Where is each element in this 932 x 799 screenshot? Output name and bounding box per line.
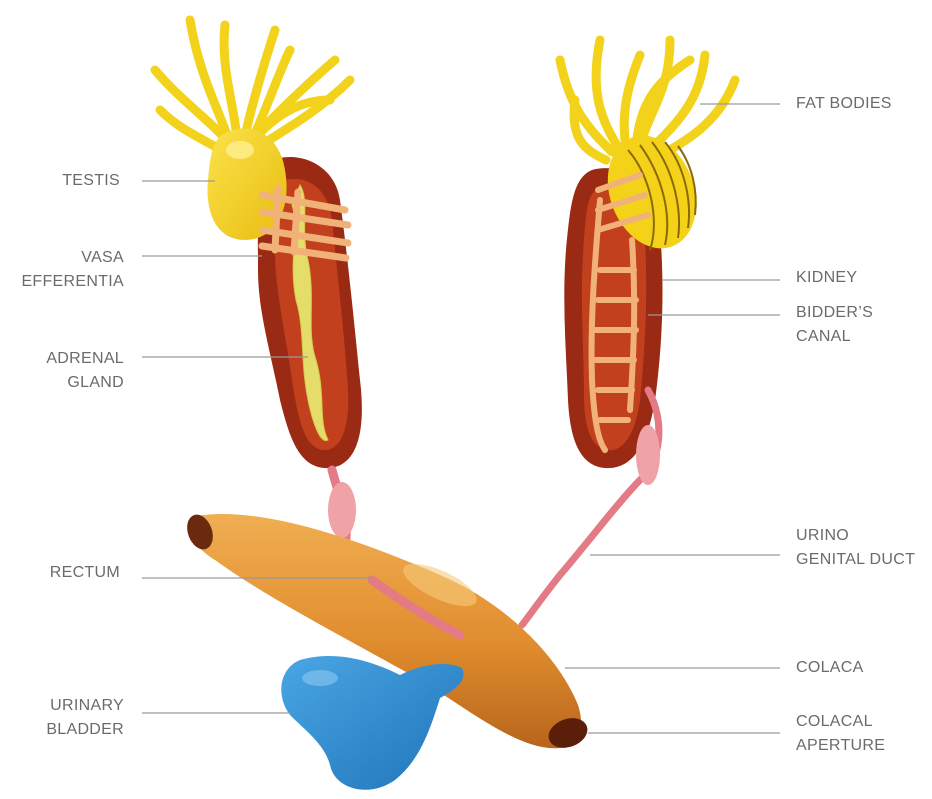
label-kidney: KIDNEY	[796, 266, 857, 290]
label-bidders-canal-line2: CANAL	[796, 328, 851, 345]
urinary-bladder	[281, 655, 464, 790]
label-urino-genital-duct: URINO GENITAL DUCT	[796, 524, 915, 572]
label-kidney-line1: KIDNEY	[796, 269, 858, 286]
label-vasa-efferentia: VASA EFFERENTIA	[10, 246, 124, 294]
label-urinary-bladder-line2: BLADDER	[46, 721, 124, 738]
urino-genital-duct-right	[518, 386, 663, 629]
fat-bodies-right	[555, 35, 740, 165]
label-bidders-canal-line1: BIDDER’S	[796, 304, 874, 321]
label-adrenal-gland-line1: ADRENAL	[46, 350, 124, 367]
duct-swelling-left	[328, 482, 356, 538]
leader-lines	[142, 103, 780, 734]
vasa-efferentia	[258, 184, 352, 262]
label-bidders-canal: BIDDER’S CANAL	[796, 301, 873, 349]
kidney-tubules-right	[595, 172, 651, 233]
label-rectum-line1: RECTUM	[49, 564, 120, 581]
label-fat-bodies: FAT BODIES	[796, 92, 892, 116]
label-urino-genital-duct-line1: URINO	[796, 527, 850, 544]
label-testis: TESTIS	[20, 169, 120, 193]
label-adrenal-gland-line2: GLAND	[67, 374, 124, 391]
label-colacal-aperture: COLACAL APERTURE	[796, 710, 885, 758]
bidders-canal	[588, 197, 639, 453]
label-urino-genital-duct-line2: GENITAL DUCT	[796, 551, 916, 568]
label-colaca-line1: COLACA	[796, 659, 864, 676]
label-colaca: COLACA	[796, 656, 864, 680]
label-colacal-aperture-line1: COLACAL	[796, 713, 873, 730]
duct-swelling-right	[636, 425, 660, 485]
label-urinary-bladder-line1: URINARY	[50, 697, 124, 714]
duct-over-rectum	[367, 575, 465, 640]
label-fat-bodies-line1: FAT BODIES	[796, 95, 892, 112]
rectum-cloaca	[187, 513, 588, 749]
label-urinary-bladder: URINARY BLADDER	[10, 694, 124, 742]
label-vasa-efferentia-line2: EFFERENTIA	[21, 273, 124, 290]
label-vasa-efferentia-line1: VASA	[81, 249, 124, 266]
label-rectum: RECTUM	[10, 561, 120, 585]
label-testis-line1: TESTIS	[62, 172, 120, 189]
label-adrenal-gland: ADRENAL GLAND	[10, 347, 124, 395]
label-colacal-aperture-line2: APERTURE	[796, 737, 886, 754]
